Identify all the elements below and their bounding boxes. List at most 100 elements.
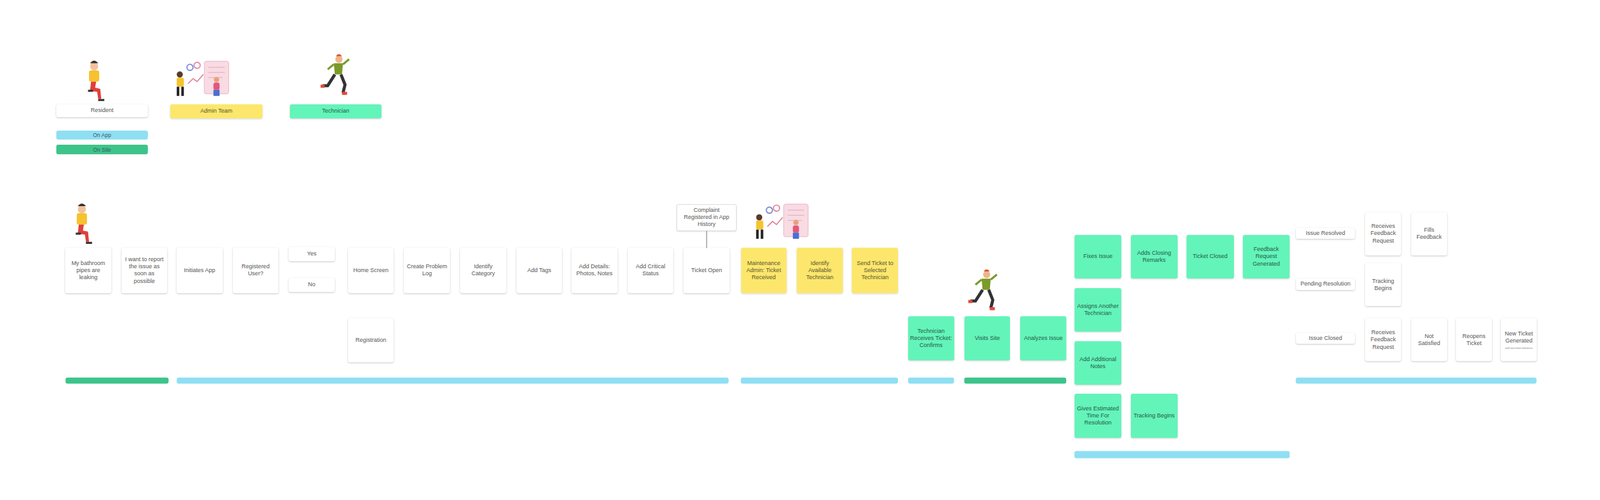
step-card: Technician Receives Ticket: Confirms — [908, 316, 955, 361]
callout-box: Complaint Registered in App History — [676, 204, 737, 232]
step-label: Yes — [307, 250, 317, 258]
step-card: Tracking Begins — [1130, 393, 1178, 438]
step-card: Create Problem Log — [403, 247, 450, 293]
step-label: Home Screen — [353, 266, 389, 274]
step-label: No — [307, 280, 316, 288]
step-label: Admin Team — [200, 107, 233, 115]
resident-figure — [75, 203, 93, 244]
step-card: My bathroom pipes are leaking — [65, 247, 112, 293]
step-label: Tracking Begins — [1133, 412, 1175, 420]
step-card: Admin Team — [170, 104, 262, 119]
step-label: Technician — [321, 107, 350, 115]
step-label: Create Problem Log — [405, 263, 448, 278]
technician-figure — [968, 269, 998, 311]
on-app-bar — [176, 377, 729, 384]
step-card: Fills Feedback — [1411, 212, 1448, 256]
note-text: with last ticket reference — [1505, 346, 1533, 350]
step-label: Issue Closed — [1308, 334, 1343, 342]
admin-figure — [176, 61, 229, 96]
step-card: Fixes Issue — [1074, 234, 1122, 280]
step-label: My bathroom pipes are leaking — [67, 259, 110, 282]
step-card: Ticket Open — [683, 247, 730, 293]
step-label: New Ticket Generated — [1502, 330, 1535, 345]
step-card: Ticket Closed — [1186, 234, 1234, 280]
resident-figure — [87, 60, 105, 102]
step-card: Maintenance Admin: Ticket Received — [741, 247, 788, 293]
step-label: I want to report the issue as soon as po… — [123, 256, 166, 285]
step-card: Receives Feedback Request — [1365, 212, 1401, 256]
on-app-bar — [741, 377, 898, 384]
step-card: Add Details: Photos, Notes — [571, 247, 618, 293]
step-label: Ticket Closed — [1192, 252, 1228, 260]
step-card: Registration — [348, 318, 395, 363]
legend-swatch: On App — [56, 130, 148, 140]
step-card: Identify Category — [460, 247, 507, 293]
step-card: Not Satisfied — [1411, 318, 1448, 361]
step-card: Registered User? — [232, 247, 280, 293]
on-app-bar — [1296, 377, 1537, 384]
step-card: Gives Estimated Time For Resolution — [1074, 393, 1122, 438]
step-card: No — [288, 277, 335, 292]
legend-label: On App — [92, 131, 111, 139]
step-card: Add Additional Notes — [1074, 341, 1122, 386]
step-label: Receives Feedback Request — [1367, 222, 1400, 245]
technician-figure — [320, 53, 350, 95]
step-label: Reopens Ticket — [1457, 332, 1490, 348]
step-label: Complaint Registered in App History — [679, 206, 735, 229]
legend-swatch: On Site — [56, 144, 148, 154]
step-label: Registration — [355, 336, 387, 344]
step-label: Fills Feedback — [1413, 226, 1446, 242]
step-label: Gives Estimated Time For Resolution — [1076, 405, 1120, 427]
step-label: Registered User? — [234, 263, 278, 278]
step-label: Ticket Open — [691, 266, 722, 274]
step-label: Identify Available Technician — [798, 259, 841, 282]
step-label: Issue Resolved — [1305, 229, 1346, 237]
step-label: Add Critical Status — [629, 263, 672, 278]
step-card: Feedback Request Generated — [1242, 234, 1290, 280]
step-card: Add Tags — [516, 247, 563, 293]
step-card: Visits Site — [964, 316, 1011, 361]
step-label: Add Details: Photos, Notes — [573, 263, 616, 278]
step-label: Feedback Request Generated — [1244, 245, 1288, 268]
step-card: Analyzes Issue — [1020, 316, 1067, 361]
step-card: Yes — [288, 247, 335, 262]
step-label: Technician Receives Ticket: Confirms — [910, 327, 953, 350]
step-label: Add Additional Notes — [1076, 355, 1120, 371]
step-card: Send Ticket to Selected Technician — [851, 247, 898, 293]
step-card: Initiates App — [176, 247, 223, 293]
step-label: Initiates App — [183, 266, 216, 274]
step-label: Analyzes Issue — [1024, 334, 1064, 342]
step-card: Technician — [289, 104, 382, 119]
on-site-bar — [65, 377, 169, 384]
step-card: Add Critical Status — [627, 247, 674, 293]
on-site-bar — [964, 377, 1067, 384]
step-label: Send Ticket to Selected Technician — [853, 259, 896, 282]
step-card: Pending Resolution — [1296, 278, 1355, 290]
connector-line — [706, 231, 708, 249]
step-label: Not Satisfied — [1413, 332, 1446, 348]
step-card: Adds Closing Remarks — [1130, 234, 1178, 280]
step-card: Reopens Ticket — [1456, 318, 1492, 361]
step-label: Pending Resolution — [1300, 280, 1351, 288]
step-card: Resident — [56, 104, 148, 118]
legend-label: On Site — [92, 146, 111, 153]
step-card: Tracking Begins — [1365, 263, 1401, 306]
step-card: Identify Available Technician — [796, 247, 843, 293]
step-label: Identify Category — [462, 263, 505, 278]
step-card: Issue Resolved — [1296, 227, 1355, 240]
step-label: Visits Site — [974, 334, 1000, 342]
step-label: Assigns Another Technician — [1076, 302, 1120, 318]
step-card: Issue Closed — [1296, 332, 1355, 345]
step-card: Home Screen — [348, 247, 395, 293]
step-card: Receives Feedback Request — [1365, 318, 1401, 361]
step-label: Tracking Begins — [1367, 277, 1400, 293]
on-app-bar — [1074, 450, 1290, 458]
step-label: Add Tags — [527, 266, 552, 274]
on-app-bar — [908, 377, 955, 384]
step-card: I want to report the issue as soon as po… — [121, 247, 168, 293]
step-label: Adds Closing Remarks — [1132, 249, 1176, 265]
step-label: Fixes Issue — [1083, 252, 1113, 260]
step-label: Resident — [90, 106, 114, 114]
